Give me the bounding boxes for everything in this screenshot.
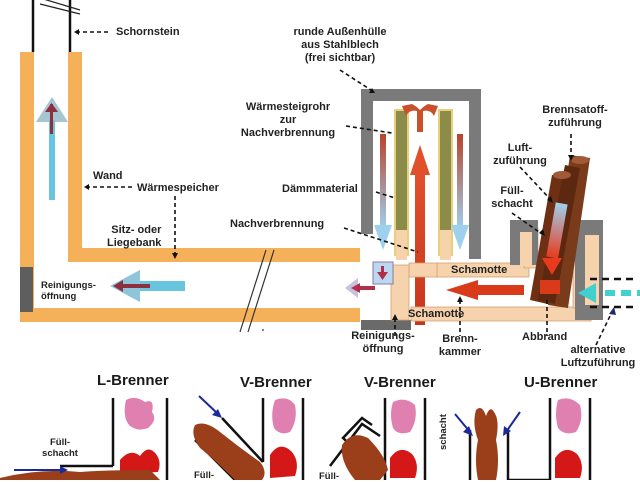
label-schornstein: Schornstein <box>116 26 180 38</box>
exhaust-up-arrow <box>36 97 68 200</box>
break-marks <box>239 249 275 333</box>
label-steigrohr: Wärmesteigrohr zur Nachverbrennung <box>228 101 348 140</box>
label-wand: Wand <box>93 170 123 182</box>
label-aussenhuelle-line1: runde Außenhülle <box>293 26 387 38</box>
insulation <box>394 109 453 260</box>
label-v2-fuell: Füll- <box>319 471 340 482</box>
label-aussenhuelle-line2: aus Stahlblech <box>301 39 379 51</box>
label-l-fuellschacht: Füll- schacht <box>35 437 85 459</box>
label-abbrand: Abbrand <box>522 331 568 343</box>
label-brennstoff-line1: Brennsatoff- <box>542 104 608 116</box>
label-reinigung-right-line1: Reinigungs- <box>351 330 415 342</box>
steel-shell <box>361 89 481 330</box>
label-reinigung-left-line1: Reinigungs- <box>41 280 96 291</box>
label-schamotte-bottom: Schamotte <box>408 308 465 320</box>
title-l-brenner: L-Brenner <box>97 372 169 389</box>
riser-up-arrow <box>410 145 430 325</box>
label-nachverbrennung: Nachverbrennung <box>230 218 325 230</box>
label-reinigung-right: Reinigungs- öffnung <box>338 330 428 356</box>
left-cleanout <box>20 267 33 312</box>
label-steigrohr-line1: Wärmesteigrohr <box>245 101 331 113</box>
label-reinigung-left-line2: öffnung <box>41 291 77 302</box>
label-l-fuellschacht-line2: schacht <box>42 448 78 459</box>
v-burner-1-illustration <box>193 395 305 480</box>
label-aussenhuelle: runde Außenhülle aus Stahlblech (frei si… <box>280 26 400 65</box>
label-luftzufuhr-line1: Luft- <box>507 142 533 154</box>
label-reinigung-left: Reinigungs- öffnung <box>41 280 96 302</box>
label-steigrohr-line3: Nachverbrennung <box>240 127 336 139</box>
label-brennkammer: Brenn- kammer <box>435 333 485 359</box>
label-brennkammer-line1: Brenn- <box>442 333 478 345</box>
label-fuellschacht-line1: Füll- <box>500 185 524 197</box>
downdraft-arrows <box>374 134 469 250</box>
label-u-schacht: schacht <box>438 414 449 450</box>
label-brennstoff: Brennsatoff- zuführung <box>525 104 625 130</box>
label-reinigung-right-line2: öffnung <box>362 343 404 355</box>
pointer-lines-left <box>86 186 176 255</box>
label-sitzbank-line2: Liegebank <box>107 237 162 249</box>
split-arrow <box>402 104 438 132</box>
title-v-brenner-2: V-Brenner <box>364 374 436 391</box>
v-burner-2-illustration <box>329 398 427 480</box>
label-fuellschacht-line2: schacht <box>491 198 533 210</box>
label-sitzbank-line1: Sitz- oder <box>111 224 162 236</box>
label-v1-fuell: Füll- <box>194 470 215 481</box>
right-cleanout <box>345 261 394 298</box>
heat-storage-bench <box>20 52 360 322</box>
label-brennstoff-line2: zuführung <box>548 117 602 129</box>
l-burner-illustration <box>0 397 169 480</box>
alt-air-supply <box>578 277 640 346</box>
label-schamotte-top: Schamotte <box>451 264 508 276</box>
title-u-brenner: U-Brenner <box>524 374 598 391</box>
title-v-brenner-1: V-Brenner <box>240 374 312 391</box>
label-steigrohr-line2: zur <box>279 114 297 126</box>
chimney <box>31 0 110 52</box>
label-daemmmaterial: Dämmmaterial <box>282 183 358 195</box>
label-alt-luft-line1: alternative <box>570 344 626 356</box>
pointer-lines-right <box>339 69 572 336</box>
label-alt-luft-line2: Luftzuführung <box>560 357 636 369</box>
bench-flow-arrow <box>110 270 185 302</box>
label-fuellschacht: Füll- schacht <box>482 185 542 211</box>
label-alt-luft: alternative Luftzuführung <box>558 344 638 370</box>
label-luftzufuhr: Luft- zuführung <box>490 142 550 168</box>
label-waermespeicher: Wärmespeicher <box>137 182 219 194</box>
label-sitzbank: Sitz- oder Liegebank <box>107 224 161 250</box>
u-burner-illustration <box>454 398 592 480</box>
label-brennkammer-line2: kammer <box>438 346 482 358</box>
label-luftzufuhr-line2: zuführung <box>493 155 547 167</box>
fuel-sticks <box>530 155 590 308</box>
label-l-fuellschacht-line1: Füll- <box>49 437 71 448</box>
burn-chamber-arrow <box>446 280 524 300</box>
label-aussenhuelle-line3: (frei sichtbar) <box>304 52 376 64</box>
